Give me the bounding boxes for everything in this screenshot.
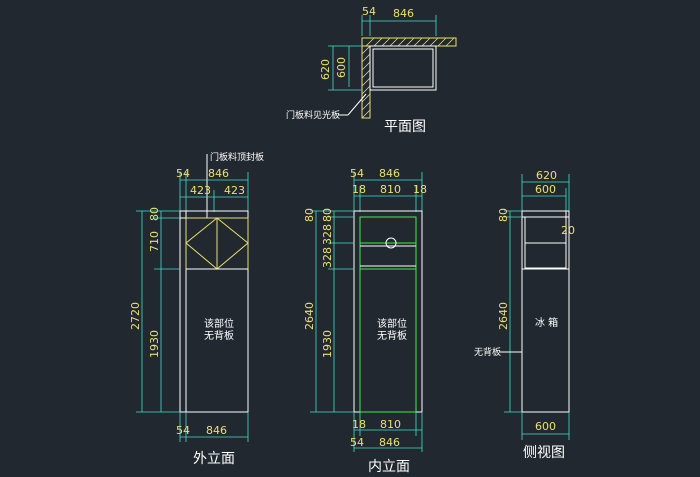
- inner-elevation: 54 846 18 810 18 该部位 无背板 2640 80 80 328 …: [303, 167, 427, 475]
- plan-note: 门板料见光板: [286, 109, 340, 121]
- outer-left-door-swing: [185, 217, 218, 270]
- inner-dim-left-b: 80: [321, 208, 334, 222]
- side-dim-right: 20: [561, 224, 575, 237]
- outer-elevation: 门板料顶封板 54 846 423 423 该部位 无背板 2720 80: [129, 151, 264, 467]
- outer-cabinet-outline: [179, 210, 249, 413]
- inner-dim-top-d: 810: [380, 183, 401, 196]
- outer-body-line1: 该部位: [204, 317, 234, 330]
- plan-dim-top-a: 54: [362, 5, 376, 18]
- plan-title: 平面图: [384, 119, 426, 135]
- plan-view: 54 846: [286, 5, 457, 135]
- plan-wall-left-hatch: [361, 45, 371, 119]
- side-dim-top-b: 600: [535, 183, 556, 196]
- plan-dim-left-b: 600: [335, 57, 348, 78]
- inner-title: 内立面: [368, 459, 410, 475]
- plan-wall-top-hatch: [365, 37, 455, 47]
- inner-dim-top-e: 18: [413, 183, 427, 196]
- outer-dim-top-b: 846: [208, 167, 229, 180]
- inner-cable-hole: [385, 237, 397, 249]
- plan-dim-left-a: 620: [319, 59, 332, 80]
- plan-dim-top-b: 846: [393, 7, 414, 20]
- inner-dim-left-e: 1930: [321, 330, 334, 358]
- inner-body-line2: 无背板: [377, 329, 407, 342]
- side-body-text: 冰 箱: [535, 316, 558, 329]
- side-dim-left-total: 2640: [497, 302, 510, 330]
- inner-dim-left-a: 80: [303, 208, 316, 222]
- side-note: 无背板: [474, 346, 501, 358]
- plan-cabinet-outline: [369, 45, 437, 91]
- outer-dim-bottom-b: 846: [206, 424, 227, 437]
- outer-dim-bottom-a: 54: [176, 424, 190, 437]
- inner-dim-left-total: 2640: [303, 302, 316, 330]
- inner-dim-left-d: 328: [321, 247, 334, 268]
- plan-cabinet-inner: [372, 48, 434, 88]
- side-dim-top-a: 620: [536, 169, 557, 182]
- outer-dim-left-b: 710: [148, 231, 161, 252]
- inner-dim-bottom-b: 810: [380, 418, 401, 431]
- inner-dim-top-c: 18: [352, 183, 366, 196]
- outer-right-door-swing: [216, 217, 249, 270]
- outer-dim-left-a: 80: [148, 207, 161, 221]
- side-dim-bottom: 600: [535, 420, 556, 433]
- inner-dim-bottom-d: 846: [379, 436, 400, 449]
- outer-dim-left-c: 1930: [148, 330, 161, 358]
- inner-dim-bottom-c: 54: [350, 436, 364, 449]
- outer-dim-top-d: 423: [224, 184, 245, 197]
- inner-cabinet-outline: [353, 210, 423, 413]
- inner-cabinet-inner-green: [359, 216, 417, 413]
- inner-dim-top-a: 54: [350, 167, 364, 180]
- outer-note: 门板料顶封板: [210, 151, 264, 163]
- outer-dim-top-a: 54: [176, 167, 190, 180]
- inner-dim-top-b: 846: [379, 167, 400, 180]
- side-cabinet-outline: [521, 210, 570, 413]
- inner-dim-bottom-a: 18: [352, 418, 366, 431]
- plan-note-leader: [347, 93, 367, 116]
- outer-dim-left-total: 2720: [129, 302, 142, 330]
- outer-body-line2: 无背板: [204, 329, 234, 342]
- side-title: 侧视图: [523, 445, 565, 461]
- outer-title: 外立面: [193, 451, 235, 467]
- side-view: 620 600 冰 箱 20 80 2640 无背板 600 侧视图: [474, 169, 575, 461]
- inner-dim-left-c: 328: [321, 224, 334, 245]
- outer-dim-top-c: 423: [190, 184, 211, 197]
- side-dim-left-a: 80: [497, 208, 510, 222]
- inner-body-line1: 该部位: [377, 317, 407, 330]
